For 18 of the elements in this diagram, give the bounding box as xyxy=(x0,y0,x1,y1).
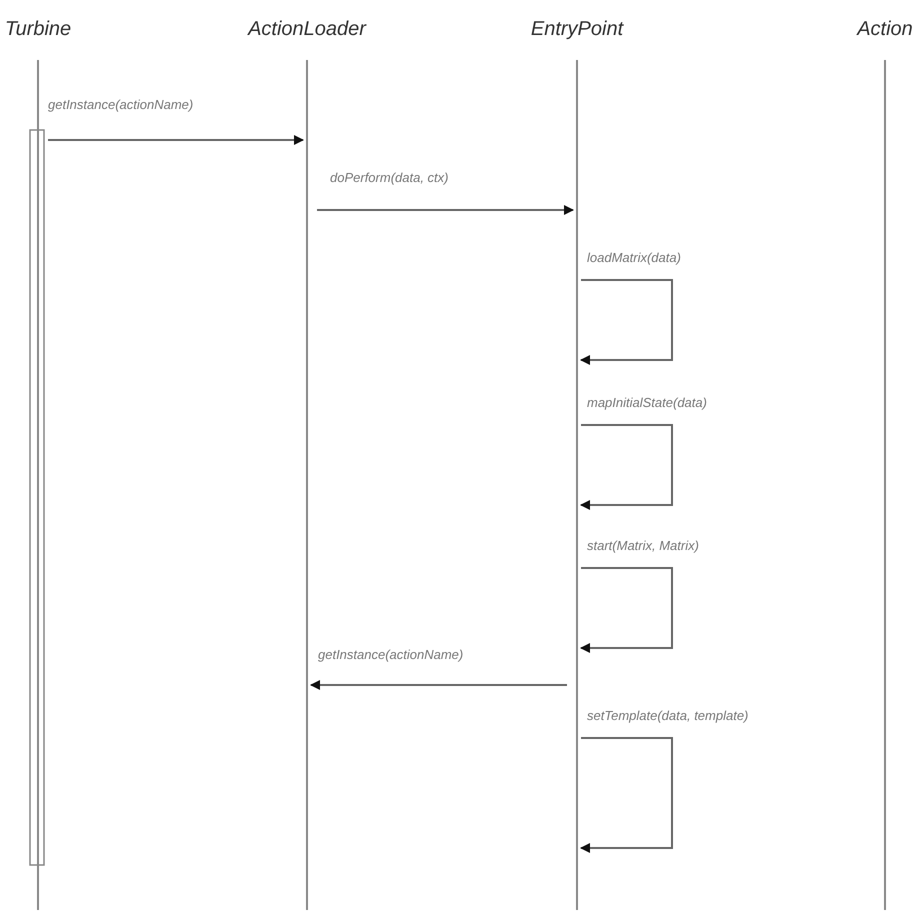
message-label: getInstance(actionName) xyxy=(46,97,196,112)
participant-name: Action xyxy=(857,18,913,41)
message-arrow xyxy=(580,279,673,365)
message-label: start(Matrix, Matrix) xyxy=(585,538,701,553)
participant-name: Turbine xyxy=(4,18,72,41)
message-arrow xyxy=(310,680,567,690)
message-arrow xyxy=(580,737,673,853)
message-arrow xyxy=(580,567,673,653)
message-label: doPerform(data, ctx) xyxy=(328,170,450,185)
message-label: setTemplate(data, template) xyxy=(585,708,750,723)
message-label: getInstance(actionName) xyxy=(316,647,466,662)
message-label: loadMatrix(data) xyxy=(585,250,683,265)
message-arrow xyxy=(48,135,304,145)
participant-name: ActionLoader xyxy=(248,18,366,41)
message-arrow xyxy=(580,424,673,510)
message-label: mapInitialState(data) xyxy=(585,395,709,410)
message-arrow xyxy=(317,205,574,215)
participant-name: EntryPoint xyxy=(530,18,624,41)
